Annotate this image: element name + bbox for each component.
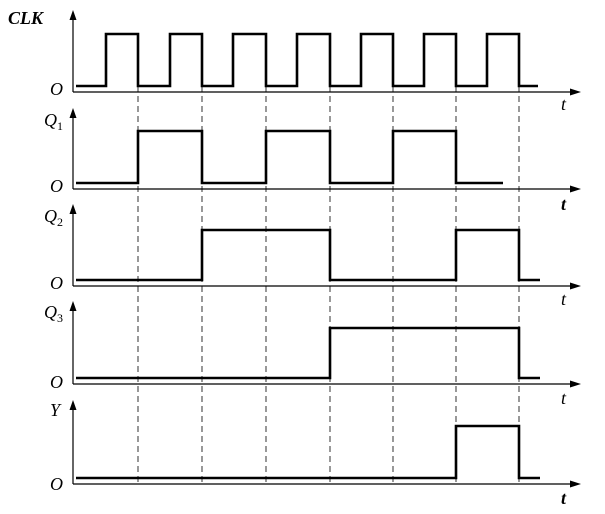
time-axis-arrow-q2 bbox=[570, 282, 581, 290]
signal-row-q2: Q2 O t bbox=[44, 204, 581, 309]
signal-row-y: Y O t bbox=[50, 400, 581, 508]
time-axis-arrow-y bbox=[570, 480, 581, 488]
origin-label-y: O bbox=[50, 474, 63, 494]
time-label-y: t bbox=[561, 488, 567, 508]
time-label-q3: t bbox=[561, 388, 567, 408]
signal-label-y: Y bbox=[50, 400, 62, 420]
origin-label-q3: O bbox=[50, 372, 63, 392]
origin-label-clk: O bbox=[50, 79, 63, 99]
waveform-q2 bbox=[76, 228, 540, 282]
waveform-y bbox=[76, 424, 540, 480]
time-label-clk: t bbox=[561, 94, 567, 114]
signal-label-q1: Q1 bbox=[44, 110, 63, 133]
origin-label-q2: O bbox=[50, 273, 63, 293]
waveform-clk bbox=[76, 32, 538, 88]
time-axis-arrow-q1 bbox=[570, 185, 581, 193]
signal-row-clk: CLK O t bbox=[8, 8, 581, 114]
origin-label-q1: O bbox=[50, 176, 63, 196]
signal-row-q1: Q1 O t bbox=[44, 108, 581, 214]
y-axis-arrow-clk bbox=[69, 10, 77, 20]
y-axis-arrow-q1 bbox=[69, 108, 77, 118]
signal-label-q2: Q2 bbox=[44, 206, 63, 229]
signal-row-q3: Q3 O t bbox=[44, 301, 581, 408]
guide-lines bbox=[137, 86, 520, 484]
time-label-q2: t bbox=[561, 289, 567, 309]
y-axis-arrow-q2 bbox=[69, 204, 77, 214]
y-axis-arrow-y bbox=[69, 400, 77, 410]
y-axis-arrow-q3 bbox=[69, 301, 77, 311]
waveform-q1 bbox=[76, 129, 503, 185]
time-axis-arrow-q3 bbox=[570, 380, 581, 388]
signal-label-q3: Q3 bbox=[44, 302, 63, 325]
time-axis-arrow-clk bbox=[570, 88, 581, 96]
time-label-q1: t bbox=[561, 194, 567, 214]
waveform-q3 bbox=[76, 326, 540, 380]
signal-label-clk: CLK bbox=[8, 8, 45, 28]
